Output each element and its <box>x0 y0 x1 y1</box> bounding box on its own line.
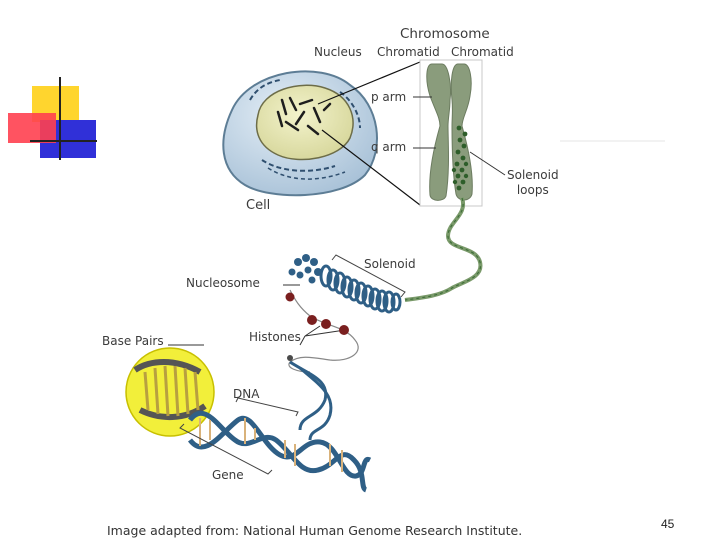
solenoid-coil <box>319 264 402 314</box>
deco-red-square <box>8 113 56 143</box>
chromatin-fiber <box>404 197 483 302</box>
nucleus-label: Nucleus <box>314 45 362 59</box>
zoom-line-bottom <box>321 129 421 206</box>
base-pair-closeup <box>125 347 215 437</box>
zoom-line-top <box>317 61 421 105</box>
dna-label: DNA <box>233 387 260 401</box>
p-arm-label: p arm <box>371 90 407 104</box>
base-pairs-label: Base Pairs <box>102 334 164 348</box>
nucleosome-label: Nucleosome <box>186 276 260 290</box>
q-arm-label: q arm <box>371 140 407 154</box>
image-source-caption: Image adapted from: National Human Genom… <box>107 523 523 538</box>
dna-bracket <box>235 397 299 417</box>
gene-bracket <box>179 423 273 475</box>
histones-label: Histones <box>249 330 301 344</box>
histones-leaders <box>299 325 346 346</box>
gene-label: Gene <box>212 468 244 482</box>
histone-beads <box>285 289 359 373</box>
dna-helix <box>188 360 372 493</box>
solenoid-label: Solenoid <box>364 257 416 271</box>
cell-drawing <box>222 70 378 197</box>
chromosome-label: Chromosome <box>400 26 490 42</box>
solenoid-bracket <box>331 254 406 298</box>
nucleosome-beads <box>288 254 322 284</box>
solenoid-loops-label: Solenoid loops <box>507 168 559 197</box>
page-number: 45 <box>661 517 675 531</box>
solenoid-loops-leader <box>469 151 506 176</box>
chromosome-drawing <box>426 63 473 201</box>
nucleus-drawing <box>255 84 354 161</box>
chromosome-box <box>419 59 483 207</box>
chromatid-right-label: Chromatid <box>451 45 514 59</box>
cell-label: Cell <box>246 198 271 213</box>
chromatid-left-label: Chromatid <box>377 45 440 59</box>
